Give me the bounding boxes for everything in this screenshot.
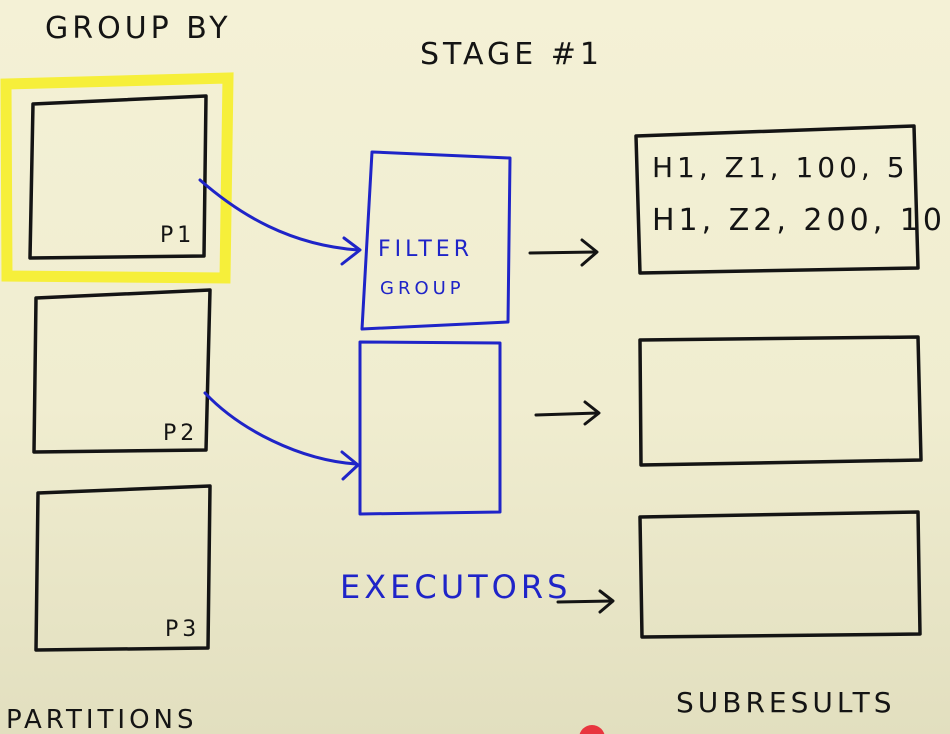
subresult-box-3 (638, 510, 922, 639)
group-by-title: GROUP BY (45, 11, 232, 46)
partition-box (32, 288, 212, 454)
subresult-box-1: H1, Z1, 100, 5 H1, Z2, 200, 10 (634, 124, 946, 275)
subresult-box (638, 335, 923, 467)
arrow-p2-to-executor (203, 391, 358, 466)
arrowhead (598, 589, 615, 614)
partition-highlight (0, 72, 234, 284)
subresult-row: H1, Z1, 100, 5 (652, 151, 909, 184)
partition-p3: P3 (34, 484, 212, 652)
arrow-to-subresult-3 (556, 599, 614, 604)
partition-box (28, 94, 208, 260)
subresult-row: H1, Z2, 200, 10 (652, 203, 946, 238)
executor-box (358, 340, 502, 516)
arrow-to-subresult-1 (528, 250, 598, 255)
subresult-box (634, 124, 920, 275)
partition-label: P1 (160, 223, 195, 248)
executor-box (360, 150, 512, 331)
arrow-to-subresult-2 (534, 411, 600, 417)
executors-label: EXECUTORS (340, 568, 571, 606)
executor-box-2 (358, 340, 502, 516)
arrowhead (340, 450, 360, 481)
arrowhead (340, 236, 362, 266)
partition-p2: P2 (32, 288, 212, 454)
arrowhead (580, 238, 599, 267)
subresult-box-2 (638, 335, 923, 467)
marker-dot (579, 725, 605, 734)
partition-label: P2 (163, 421, 198, 446)
executor-group-label: GROUP (380, 278, 465, 299)
partition-label: P3 (165, 617, 200, 642)
partition-p1: P1 (0, 72, 234, 284)
partitions-label: PARTITIONS (6, 705, 198, 734)
executor-box-1: FILTER GROUP (360, 150, 512, 331)
partition-box (34, 484, 212, 652)
stage-title: STAGE #1 (420, 37, 603, 72)
subresult-box (638, 510, 922, 639)
arrow-p1-to-executor (198, 178, 360, 252)
subresults-label: SUBRESULTS (676, 686, 896, 719)
executor-filter-label: FILTER (378, 237, 473, 262)
arrowhead (583, 400, 601, 426)
